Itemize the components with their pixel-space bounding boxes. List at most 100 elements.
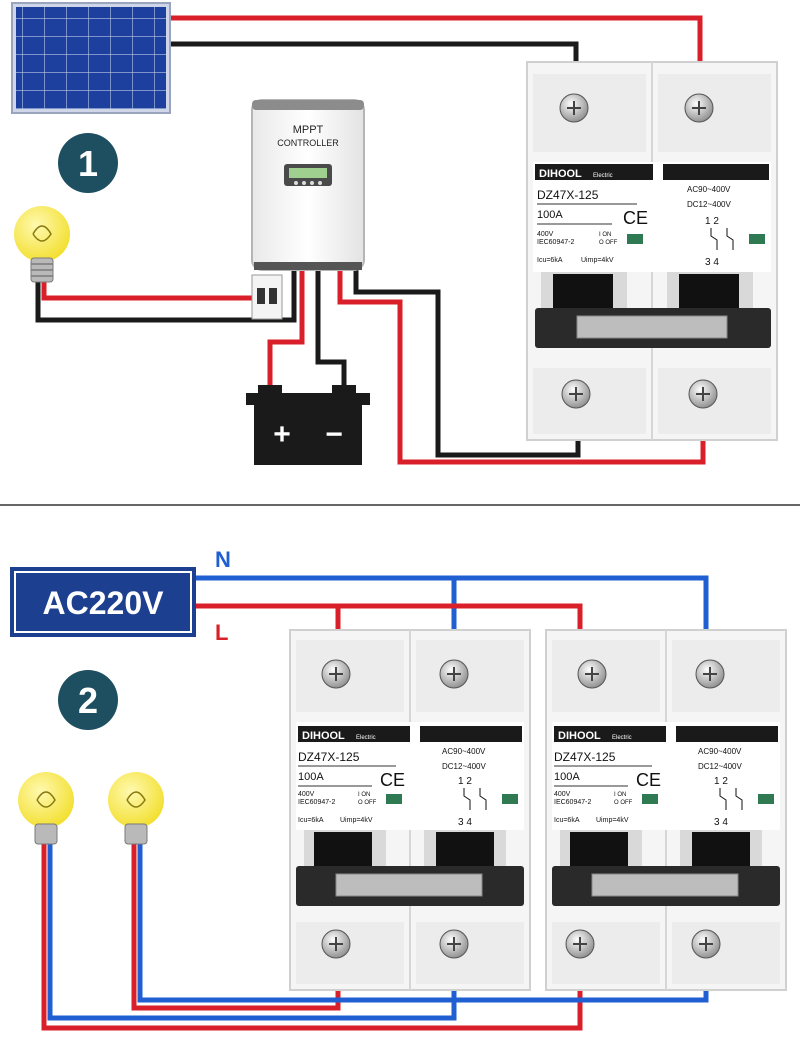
- load-red-wire-1: [41, 840, 583, 1031]
- top-screw-right-icon: [695, 659, 725, 689]
- controller-buttons: [294, 181, 322, 185]
- breaker-pole-symbol: [463, 788, 487, 810]
- breaker-red-out-wire: [337, 268, 706, 465]
- load-blue-wire-2: [137, 840, 709, 1003]
- top-screw-left-icon: [577, 659, 607, 689]
- circuit-breaker-1: DIHOOL Electric DZ47X-125 100A CE 400V I…: [526, 61, 778, 441]
- bottom-screw-right-icon: [688, 379, 718, 409]
- breaker-ce-mark: CE: [380, 770, 405, 790]
- bottom-screw-right-icon: [691, 929, 721, 959]
- bottom-screw-right-icon: [439, 929, 469, 959]
- controller-label-line2: CONTROLLER: [277, 138, 339, 148]
- toggle-lever-right[interactable]: [692, 832, 750, 866]
- breaker-icu: Icu=6kA: [298, 817, 324, 824]
- toggle-lever-right[interactable]: [679, 274, 739, 310]
- ac-source-box: AC220V: [10, 567, 196, 637]
- breaker-poles-bottom: 3 4: [714, 817, 728, 828]
- breaker-standard: IEC60947-2: [298, 799, 335, 806]
- toggle-lever-left[interactable]: [570, 832, 628, 866]
- breaker-brand: DIHOOL: [539, 168, 582, 180]
- live-bus-wire: [196, 603, 583, 640]
- step-1-number: 1: [78, 143, 98, 184]
- breaker-pole-symbol: [710, 228, 734, 250]
- breaker-dc-range: DC12~400V: [698, 762, 742, 771]
- step-1-badge: 1: [58, 133, 118, 193]
- breaker-poles-bottom: 3 4: [458, 817, 472, 828]
- breaker-rating: 100A: [537, 209, 563, 221]
- breaker-poles-bottom: 3 4: [705, 257, 719, 268]
- battery-icon: + −: [246, 385, 370, 465]
- breaker-rating: 100A: [554, 771, 580, 783]
- load-red-wire: [41, 282, 258, 301]
- controller-label-line1: MPPT: [293, 124, 324, 136]
- battery-red-wire: [267, 268, 305, 392]
- breaker-ce-mark: CE: [636, 770, 661, 790]
- breaker-dc-range: DC12~400V: [687, 200, 731, 209]
- breaker-uimp: Uimp=4kV: [340, 817, 373, 824]
- breaker-model: DZ47X-125: [554, 750, 616, 764]
- top-screw-left-icon: [321, 659, 351, 689]
- breaker-standard: IEC60947-2: [537, 239, 574, 246]
- diagram-1: 1 MPPT CONTROLLER: [11, 2, 778, 465]
- light-bulb-icon: [14, 206, 70, 283]
- breaker-brand-suffix: Electric: [356, 735, 376, 741]
- breaker-switch-on: I ON: [614, 792, 626, 798]
- load-black-wire: [35, 268, 297, 323]
- breaker-uimp: Uimp=4kV: [596, 817, 629, 824]
- breaker-voltage: 400V: [298, 791, 315, 798]
- top-screw-right-icon: [684, 93, 714, 123]
- light-bulb-2-icon: [108, 772, 164, 845]
- battery-minus: −: [325, 418, 343, 451]
- step-2-number: 2: [78, 680, 98, 721]
- breaker-black-out-wire: [353, 268, 581, 458]
- breaker-uimp: Uimp=4kV: [581, 257, 614, 264]
- load-red-wire-2: [131, 840, 341, 1011]
- toggle-lever-right[interactable]: [436, 832, 494, 866]
- circuit-breaker-2a: DIHOOL Electric DZ47X-125 100A CE 400V I…: [289, 629, 531, 991]
- breaker-brand-suffix: Electric: [593, 173, 613, 179]
- top-screw-left-icon: [559, 93, 589, 123]
- mini-breaker: [251, 274, 283, 320]
- breaker-ac-range: AC90~400V: [698, 747, 742, 756]
- neutral-bus-wire: [196, 575, 709, 640]
- battery-plus: +: [273, 418, 291, 451]
- breaker-rating: 100A: [298, 771, 324, 783]
- breaker-indicator-right: [758, 794, 774, 804]
- breaker-switch-on: I ON: [599, 232, 611, 238]
- breaker-model: DZ47X-125: [298, 750, 360, 764]
- solar-panel-icon: [11, 2, 171, 114]
- mppt-controller: MPPT CONTROLLER: [251, 99, 365, 271]
- bottom-screw-left-icon: [321, 929, 351, 959]
- breaker-pole-symbol: [719, 788, 743, 810]
- battery-black-wire: [315, 268, 347, 392]
- top-screw-right-icon: [439, 659, 469, 689]
- breaker-icu: Icu=6kA: [554, 817, 580, 824]
- bottom-screw-left-icon: [565, 929, 595, 959]
- breaker-ac-range: AC90~400V: [442, 747, 486, 756]
- toggle-lever-left[interactable]: [314, 832, 372, 866]
- diagram-2: N L AC220V 2: [10, 547, 787, 1031]
- circuit-breaker-2b: DIHOOL Electric DZ47X-125 100A CE 400V I…: [545, 629, 787, 991]
- breaker-ce-mark: CE: [623, 208, 648, 228]
- light-bulb-1-icon: [18, 772, 74, 845]
- breaker-switch-off: O OFF: [599, 240, 618, 246]
- breaker-switch-on: I ON: [358, 792, 370, 798]
- breaker-standard: IEC60947-2: [554, 799, 591, 806]
- breaker-ac-range: AC90~400V: [687, 185, 731, 194]
- breaker-indicator: [642, 794, 658, 804]
- breaker-indicator-right: [502, 794, 518, 804]
- breaker-indicator: [386, 794, 402, 804]
- breaker-brand: DIHOOL: [302, 730, 345, 742]
- breaker-switch-off: O OFF: [358, 800, 377, 806]
- breaker-brand: DIHOOL: [558, 730, 601, 742]
- controller-terminal-strip: [254, 262, 362, 270]
- breaker-poles-top: 1 2: [705, 216, 719, 227]
- breaker-switch-off: O OFF: [614, 800, 633, 806]
- breaker-indicator: [627, 234, 643, 244]
- breaker-brand-suffix: Electric: [612, 735, 632, 741]
- toggle-lever-left[interactable]: [553, 274, 613, 310]
- diagram-2-wires: [41, 575, 709, 1031]
- ac-source-label: AC220V: [43, 585, 165, 621]
- breaker-icu: Icu=6kA: [537, 257, 563, 264]
